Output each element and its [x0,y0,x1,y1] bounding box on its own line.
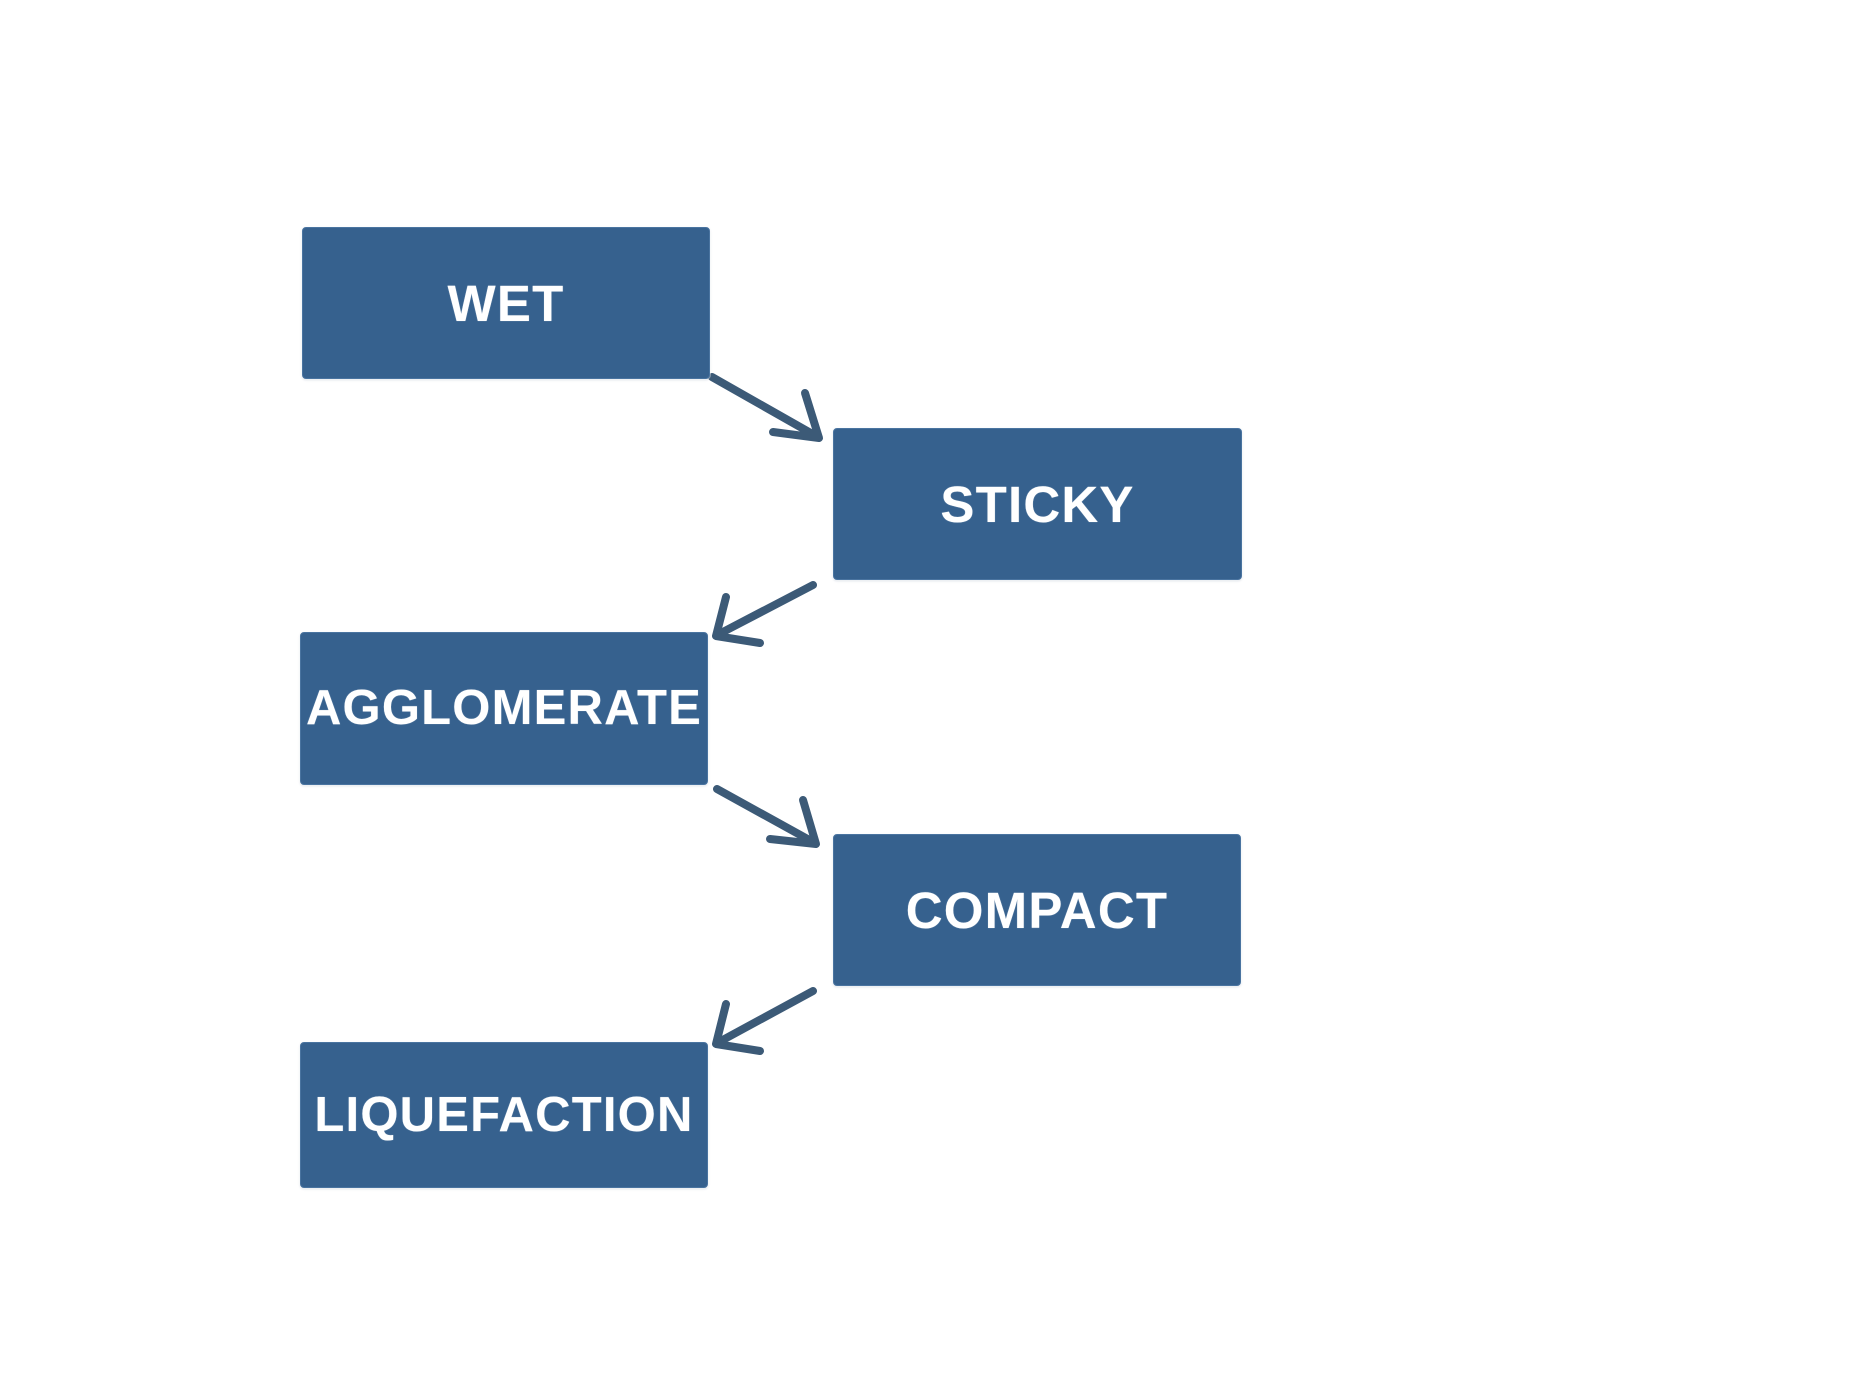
node-sticky-label: STICKY [940,475,1135,533]
node-liquefaction[interactable]: LIQUEFACTION [300,1042,708,1188]
node-liquefaction-label: LIQUEFACTION [314,1087,694,1142]
arrow-compact-to-liquefaction [712,987,817,1055]
node-wet[interactable]: WET [302,227,710,379]
arrow-sticky-to-agglomerate [712,581,817,647]
node-agglomerate-label: AGGLOMERATE [305,681,703,735]
node-sticky[interactable]: STICKY [833,428,1242,580]
node-compact[interactable]: COMPACT [833,834,1241,986]
arrow-agglomerate-to-compact [713,785,820,848]
node-agglomerate[interactable]: AGGLOMERATE [300,632,708,785]
arrow-wet-to-sticky [708,373,823,442]
node-compact-label: COMPACT [905,881,1169,939]
node-wet-label: WET [447,274,565,332]
